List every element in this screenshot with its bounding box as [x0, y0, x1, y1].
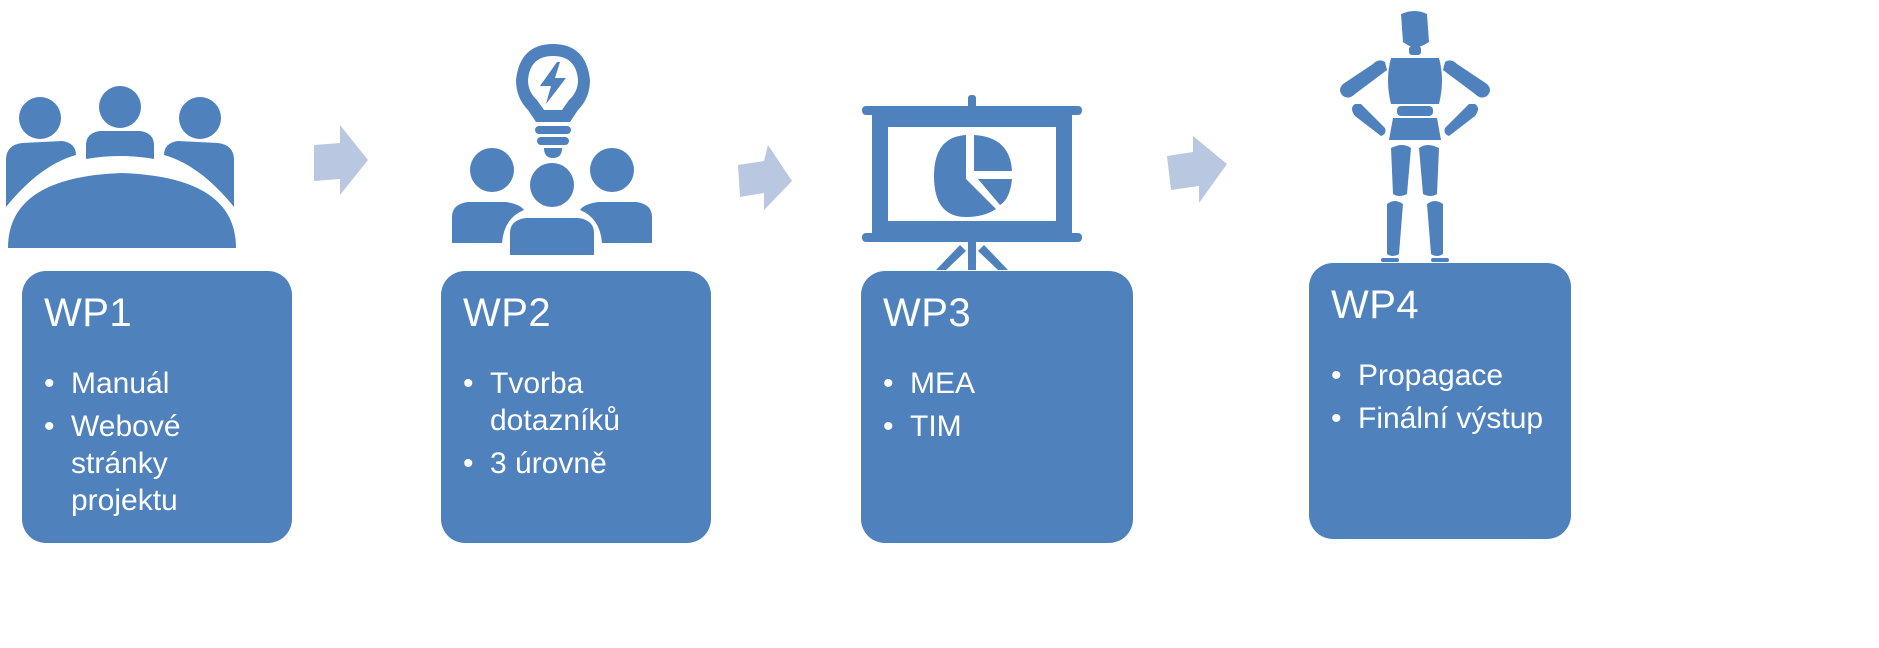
step-title: WP4	[1331, 283, 1420, 327]
team-idea-icon	[440, 40, 665, 255]
list-item: Finální výstup	[1331, 400, 1543, 437]
meeting-table-icon	[0, 85, 245, 250]
step-box-wp2: WP2 Tvorba dotazníků 3 úrovně	[441, 271, 711, 543]
step-item-list: MEA TIM	[883, 365, 975, 451]
presentation-pie-chart-icon	[862, 95, 1082, 270]
step-box-wp1: WP1 Manuál Webové stránky projektu	[22, 271, 292, 543]
list-item: MEA	[883, 365, 975, 402]
step-title: WP1	[44, 291, 133, 335]
step-box-wp3: WP3 MEA TIM	[861, 271, 1133, 543]
step-item-list: Propagace Finální výstup	[1331, 357, 1543, 443]
step-item-list: Manuál Webové stránky projektu	[44, 365, 181, 525]
step-title: WP3	[883, 291, 972, 335]
list-item: Tvorba dotazníků	[463, 365, 620, 439]
list-item: Manuál	[44, 365, 181, 402]
step-item-list: Tvorba dotazníků 3 úrovně	[463, 365, 620, 488]
standing-mannequin-icon	[1335, 8, 1495, 265]
list-item: TIM	[883, 408, 975, 445]
step-title: WP2	[463, 291, 552, 335]
list-item: Propagace	[1331, 357, 1543, 394]
list-item: Webové stránky projektu	[44, 408, 181, 519]
list-item: 3 úrovně	[463, 445, 620, 482]
arrow-3-to-4	[1167, 136, 1229, 203]
arrow-2-to-3	[738, 145, 793, 210]
arrow-1-to-2	[312, 125, 370, 195]
step-box-wp4: WP4 Propagace Finální výstup	[1309, 263, 1571, 539]
